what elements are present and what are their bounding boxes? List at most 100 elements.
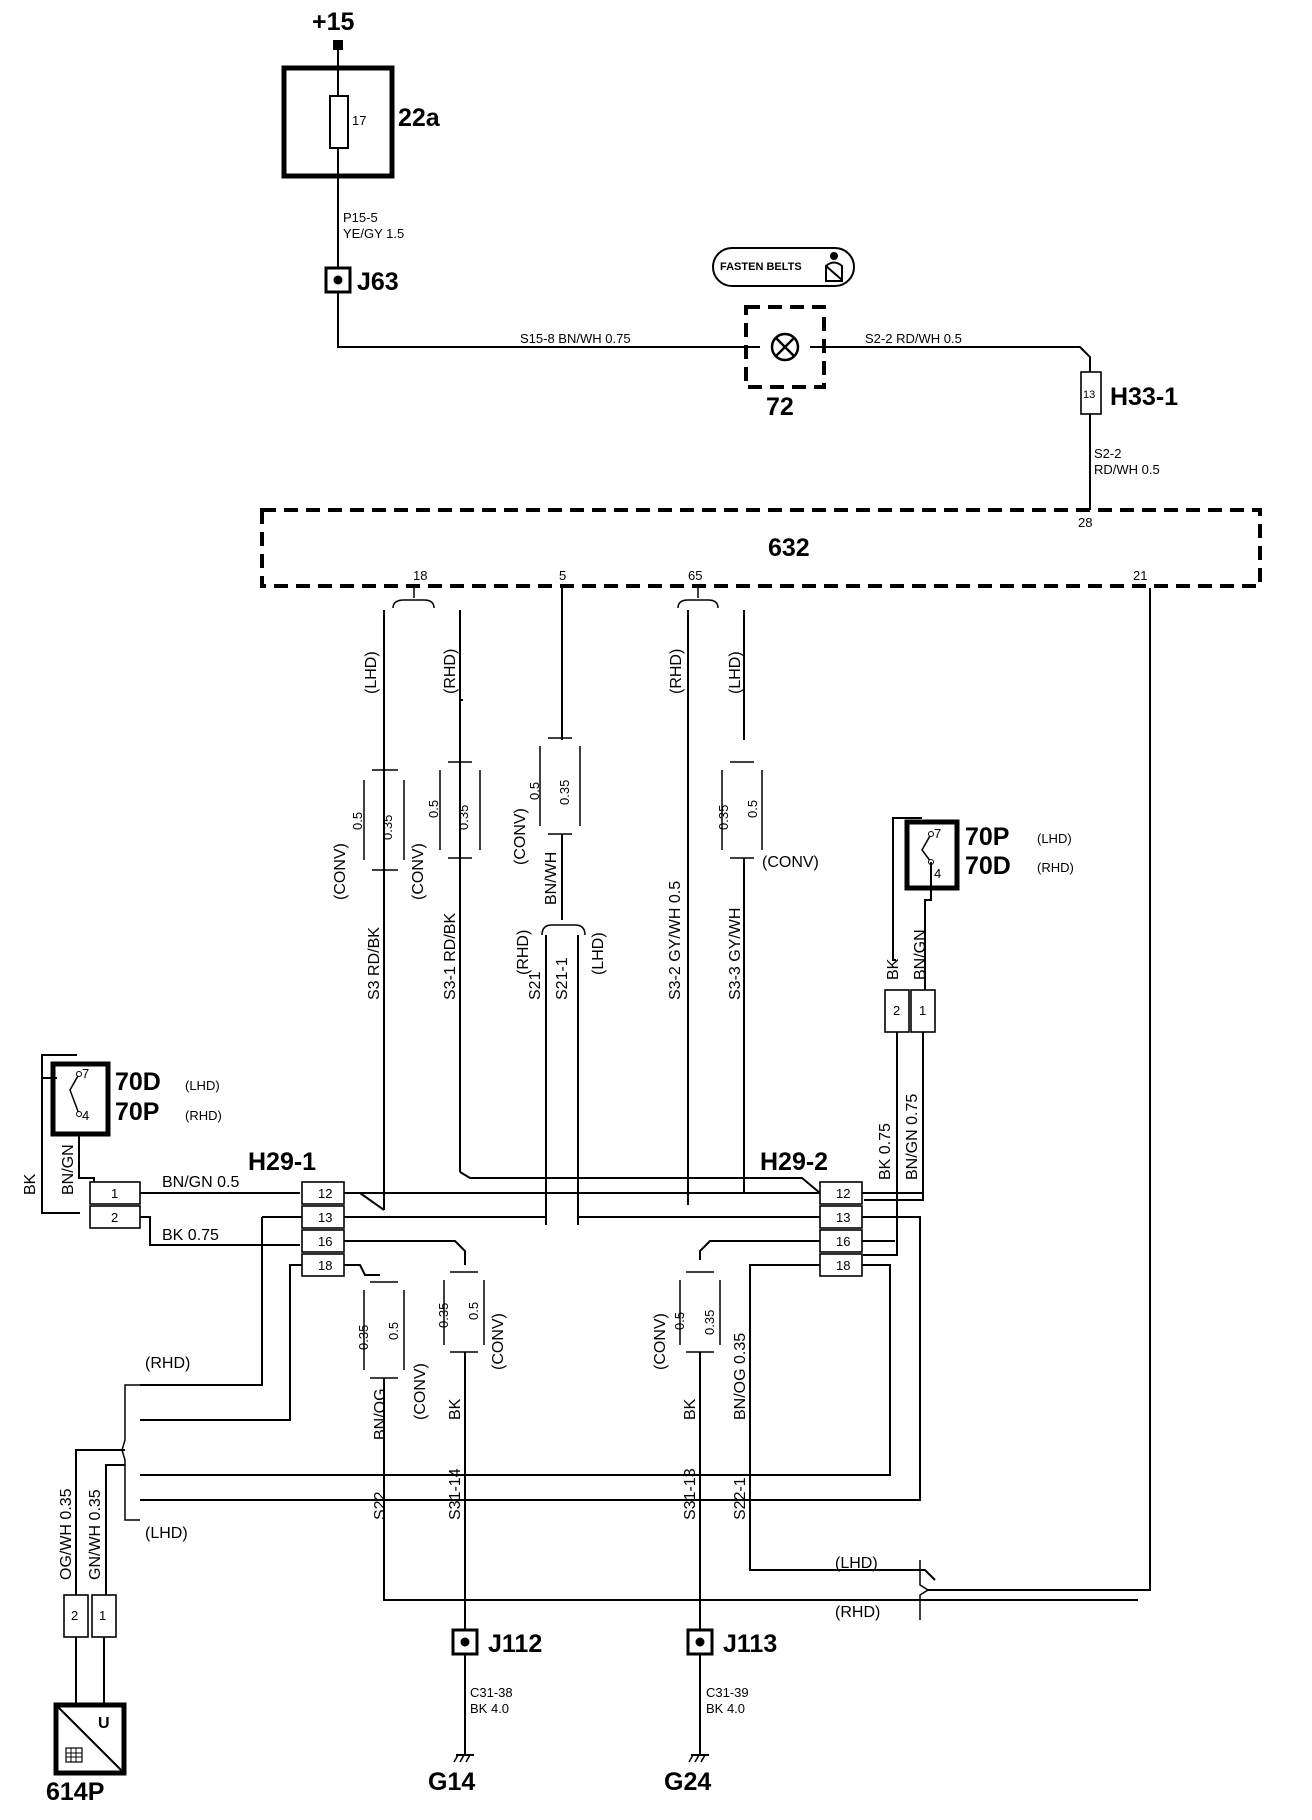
size-5-05: 0.5 xyxy=(527,782,542,800)
sensor-label: 614P xyxy=(46,1778,104,1806)
conv-label-s31-14: (CONV) xyxy=(490,1313,507,1370)
rhd-label-s3-1: (RHD) xyxy=(442,649,459,694)
h29-1-pin-18: 18 xyxy=(318,1258,332,1273)
switch-right-wire-bn-gn: BN/GN xyxy=(912,929,929,980)
size-s3-05: 0.5 xyxy=(350,812,365,830)
h33-label: H33-1 xyxy=(1110,383,1178,411)
conn-bottom-pin-2-label: 2 xyxy=(71,1608,78,1623)
wire-p15-spec: YE/GY 1.5 xyxy=(343,226,404,241)
size-s3-1-035: 0.35 xyxy=(456,805,471,830)
wire-s2-down-spec: RD/WH 0.5 xyxy=(1094,462,1160,477)
wire-bn-og-035-right: BN/OG 0.35 xyxy=(732,1333,749,1420)
wire-s2-top-label: S2-2 RD/WH 0.5 xyxy=(865,331,962,346)
wire-s31-13-label: S31-13 xyxy=(682,1468,699,1520)
wire-c31-39-spec: BK 4.0 xyxy=(706,1701,745,1716)
joint-j112-label: J112 xyxy=(488,1630,542,1658)
module-pin-18: 18 xyxy=(413,568,427,583)
wire-s3-3-label: S3-3 GY/WH xyxy=(727,908,744,1000)
conn-right-pin-2-label: 2 xyxy=(893,1003,900,1018)
module-pin-28: 28 xyxy=(1078,515,1092,530)
fasten-belts-indicator xyxy=(712,247,855,287)
supply-terminal xyxy=(333,40,343,50)
connector-right-pin-1 xyxy=(910,989,936,1033)
wire-s22-label: S22 xyxy=(372,1491,389,1520)
ground-g14-icon xyxy=(453,1754,474,1763)
lhd-label-s21-1: (LHD) xyxy=(590,932,607,975)
fuse-box-label: 22a xyxy=(398,104,441,132)
wire-gn-wh: GN/WH 0.35 xyxy=(87,1489,104,1580)
lhd-label-s3: (LHD) xyxy=(363,651,380,694)
ground-g24-icon xyxy=(688,1754,709,1763)
size-s31-13-035: 0.35 xyxy=(702,1310,717,1335)
connector-bottom-pin-1 xyxy=(91,1594,117,1638)
switch-left-sub-2: (RHD) xyxy=(185,1108,222,1123)
size-s31-14-035: 0.35 xyxy=(436,1303,451,1328)
rhd-label-bottom: (RHD) xyxy=(835,1604,880,1621)
switch-right-pin-4: 4 xyxy=(934,866,941,881)
switch-right-sub-1: (LHD) xyxy=(1037,831,1072,846)
module-pin-5: 5 xyxy=(559,568,566,583)
connector-bottom-pin-2 xyxy=(63,1594,89,1638)
wire-bn-gn-075-right: BN/GN 0.75 xyxy=(904,1094,921,1180)
wire-s3-2-label: S3-2 GY/WH 0.5 xyxy=(667,881,684,1000)
sensor-symbol: U xyxy=(98,1715,110,1732)
wire-s2-down-id: S2-2 xyxy=(1094,446,1121,461)
switch-left xyxy=(50,1061,111,1137)
rhd-label-s3-2: (RHD) xyxy=(668,649,685,694)
h29-1-pin-12: 12 xyxy=(318,1186,332,1201)
switch-left-sub-1: (LHD) xyxy=(185,1078,220,1093)
h29-2-pin-12: 12 xyxy=(836,1186,850,1201)
switch-right-wire-bk: BK xyxy=(885,958,902,980)
h29-1-label: H29-1 xyxy=(248,1148,316,1176)
size-s31-13-05: 0.5 xyxy=(672,1312,687,1330)
size-s31-14-05: 0.5 xyxy=(466,1302,481,1320)
wire-c31-39-id: C31-39 xyxy=(706,1685,749,1700)
switch-left-pin-7: 7 xyxy=(82,1066,89,1081)
switch-left-label-2: 70P xyxy=(115,1098,159,1126)
wire-s21-label: S21 xyxy=(527,971,544,1000)
module-632-label: 632 xyxy=(768,534,810,562)
h29-1-pin-16: 16 xyxy=(318,1234,332,1249)
wire-bn-og-left: BN/OG xyxy=(372,1388,389,1440)
wire-c31-38-id: C31-38 xyxy=(470,1685,513,1700)
size-s3-1-05: 0.5 xyxy=(426,800,441,818)
joint-j63-label: J63 xyxy=(357,268,399,296)
supply-label: +15 xyxy=(312,8,355,36)
sensor-grid-icon xyxy=(65,1747,83,1763)
module-pin-21: 21 xyxy=(1133,568,1147,583)
lhd-label-s3-3: (LHD) xyxy=(727,651,744,694)
size-5-035: 0.35 xyxy=(557,780,572,805)
conn-left-pin-1-label: 1 xyxy=(111,1186,118,1201)
conv-label-s22: (CONV) xyxy=(412,1363,429,1420)
h29-1-pin-13: 13 xyxy=(318,1210,332,1225)
size-s22-035: 0.35 xyxy=(356,1325,371,1350)
switch-left-wire-bk: BK xyxy=(22,1173,39,1195)
switch-right-sub-2: (RHD) xyxy=(1037,860,1074,875)
lamp-label: 72 xyxy=(766,393,794,421)
conv-label-s3-1: (CONV) xyxy=(410,843,427,900)
lhd-label-bottom: (LHD) xyxy=(835,1555,878,1572)
switch-right-label-2: 70D xyxy=(965,852,1011,880)
h29-2-pin-13: 13 xyxy=(836,1210,850,1225)
connector-h29-1 xyxy=(301,1181,345,1277)
wire-bk-s31-13: BK xyxy=(682,1398,699,1420)
wire-s22-1-label: S22-1 xyxy=(732,1477,749,1520)
wire-bk-075-right: BK 0.75 xyxy=(877,1123,894,1180)
switch-right-label-1: 70P xyxy=(965,823,1009,851)
conv-label-s3-3: (CONV) xyxy=(762,854,819,871)
h33-pin: 13 xyxy=(1083,389,1095,401)
conv-label-5: (CONV) xyxy=(512,808,529,865)
h29-2-pin-16: 16 xyxy=(836,1234,850,1249)
wire-s3-label: S3 RD/BK xyxy=(366,927,383,1000)
sensor-614p xyxy=(53,1702,127,1776)
joint-j113-label: J113 xyxy=(723,1630,777,1658)
wire-s31-14-label: S31-14 xyxy=(447,1468,464,1520)
lhd-label-left: (LHD) xyxy=(145,1525,188,1542)
seatbelt-icon xyxy=(825,252,843,282)
rhd-label-s21: (RHD) xyxy=(515,930,532,975)
fasten-belts-text: FASTEN BELTS xyxy=(720,261,802,273)
module-pin-65: 65 xyxy=(688,568,702,583)
ground-g14-label: G14 xyxy=(428,1768,475,1796)
fuse-number: 17 xyxy=(352,113,366,128)
rhd-label-left: (RHD) xyxy=(145,1355,190,1372)
